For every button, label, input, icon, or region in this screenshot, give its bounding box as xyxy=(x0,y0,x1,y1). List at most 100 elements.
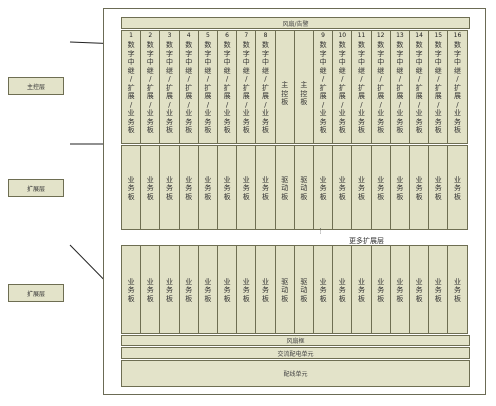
slot-ext-row-2-18: 业务板 xyxy=(447,245,468,334)
slot-label: 业务板 xyxy=(242,277,250,303)
slot-label: 数字中继/扩展/业务板 xyxy=(338,41,346,134)
slot-ext-row-1-8: 业务板 xyxy=(255,145,276,230)
slot-label: 业务板 xyxy=(261,175,269,201)
slot-label: 业务板 xyxy=(204,175,212,201)
slot-label: 业务板 xyxy=(242,175,250,201)
slot-label: 业务板 xyxy=(357,175,365,201)
fan-alarm-bar: 风扇/告警 xyxy=(121,17,470,29)
slot-label: 数字中继/扩展/业务板 xyxy=(185,41,193,134)
slot-ext-row-2-12: 业务板 xyxy=(332,245,353,334)
slot-label: 数字中继/扩展/业务板 xyxy=(242,41,250,134)
slot-ext-row-1-15: 业务板 xyxy=(389,145,410,230)
slot-ext-row-2-1: 业务板 xyxy=(121,245,142,334)
slot-label: 数字中继/扩展/业务板 xyxy=(319,41,327,134)
slot-label: 数字中继/扩展/业务板 xyxy=(357,41,365,134)
ellipsis-marker: ⋮ xyxy=(317,227,324,235)
slot-ext-row-1-17: 业务板 xyxy=(428,145,449,230)
slot-ext-row-1-6: 业务板 xyxy=(217,145,238,230)
slot-label: 数字中继/扩展/业务板 xyxy=(396,41,404,134)
slot-main-row-9: 主控板 xyxy=(274,30,295,144)
slot-ext-row-1-5: 业务板 xyxy=(197,145,218,230)
slot-label: 业务板 xyxy=(377,277,385,303)
slot-ext-row-1-14: 业务板 xyxy=(370,145,391,230)
ext-layer-label-1: 扩展层 xyxy=(8,179,64,197)
main-layer-label: 主控层 xyxy=(8,77,64,95)
slot-label: 驱动板 xyxy=(281,277,289,303)
slot-ext-row-2-11: 业务板 xyxy=(313,245,334,334)
slot-ext-row-2-7: 业务板 xyxy=(236,245,257,334)
slot-label: 数字中继/扩展/业务板 xyxy=(377,41,385,134)
slot-number: 1 xyxy=(129,32,133,39)
slot-ext-row-2-13: 业务板 xyxy=(351,245,372,334)
slot-label: 业务板 xyxy=(453,277,461,303)
slot-label: 数字中继/扩展/业务板 xyxy=(434,41,442,134)
slot-label: 业务板 xyxy=(415,277,423,303)
slot-label: 数字中继/扩展/业务板 xyxy=(223,41,231,134)
slot-main-row-1: 1 数字中继/扩展/业务板 xyxy=(121,30,142,144)
slot-number: 11 xyxy=(357,32,366,39)
slot-number: 12 xyxy=(376,32,385,39)
slot-ext-row-2-15: 业务板 xyxy=(389,245,410,334)
slot-label: 业务板 xyxy=(319,277,327,303)
slot-number: 3 xyxy=(167,32,172,39)
slot-ext-row-1-18: 业务板 xyxy=(447,145,468,230)
slot-label: 业务板 xyxy=(185,175,193,201)
slot-ext-row-2-5: 业务板 xyxy=(197,245,218,334)
slot-main-row-13: 11 数字中继/扩展/业务板 xyxy=(351,30,372,144)
slot-ext-row-1-4: 业务板 xyxy=(178,145,199,230)
slot-main-row-18: 16 数字中继/扩展/业务板 xyxy=(447,30,468,144)
slot-ext-row-1-12: 业务板 xyxy=(332,145,353,230)
slot-main-row-2: 2 数字中继/扩展/业务板 xyxy=(140,30,161,144)
slot-label: 数字中继/扩展/业务板 xyxy=(453,41,461,134)
slot-label: 业务板 xyxy=(338,175,346,201)
ac-distribution-unit: 交流配电单元 xyxy=(121,347,470,359)
slot-ext-row-1-10: 驱动板 xyxy=(293,145,314,230)
slot-label: 数字中继/扩展/业务板 xyxy=(415,41,423,134)
slot-ext-row-2-6: 业务板 xyxy=(217,245,238,334)
wiring-unit: 配线单元 xyxy=(121,360,470,387)
slot-label: 数字中继/扩展/业务板 xyxy=(261,41,269,134)
slot-label: 业务板 xyxy=(261,277,269,303)
slot-ext-row-1-2: 业务板 xyxy=(140,145,161,230)
slot-label: 业务板 xyxy=(434,277,442,303)
slot-label: 主控板 xyxy=(300,81,308,107)
slot-label: 业务板 xyxy=(146,175,154,201)
slot-ext-row-2-14: 业务板 xyxy=(370,245,391,334)
slot-ext-row-1-7: 业务板 xyxy=(236,145,257,230)
fan-box: 风扇框 xyxy=(121,335,470,346)
slot-label: 数字中继/扩展/业务板 xyxy=(127,41,135,134)
slot-label: 业务板 xyxy=(357,277,365,303)
slot-label: 业务板 xyxy=(415,175,423,201)
slot-ext-row-2-17: 业务板 xyxy=(428,245,449,334)
slot-ext-row-2-16: 业务板 xyxy=(409,245,430,334)
slot-label: 驱动板 xyxy=(300,277,308,303)
slot-number: 16 xyxy=(453,32,462,39)
slot-label: 主控板 xyxy=(281,81,289,107)
slot-number: 5 xyxy=(205,32,210,39)
slot-ext-row-1-11: 业务板 xyxy=(313,145,334,230)
slot-label: 业务板 xyxy=(127,175,135,201)
slot-label: 业务板 xyxy=(185,277,193,303)
slot-label: 数字中继/扩展/业务板 xyxy=(146,41,154,134)
slot-label: 业务板 xyxy=(453,175,461,201)
slot-label: 业务板 xyxy=(377,175,385,201)
slot-label: 业务板 xyxy=(165,175,173,201)
slot-main-row-10: 主控板 xyxy=(293,30,314,144)
slot-ext-row-2-4: 业务板 xyxy=(178,245,199,334)
slot-number: 2 xyxy=(148,32,153,39)
more-ext-label: 更多扩展层 xyxy=(349,237,384,245)
slot-label: 业务板 xyxy=(338,277,346,303)
slot-label: 业务板 xyxy=(434,175,442,201)
slot-ext-row-2-10: 驱动板 xyxy=(293,245,314,334)
slot-label: 业务板 xyxy=(165,277,173,303)
